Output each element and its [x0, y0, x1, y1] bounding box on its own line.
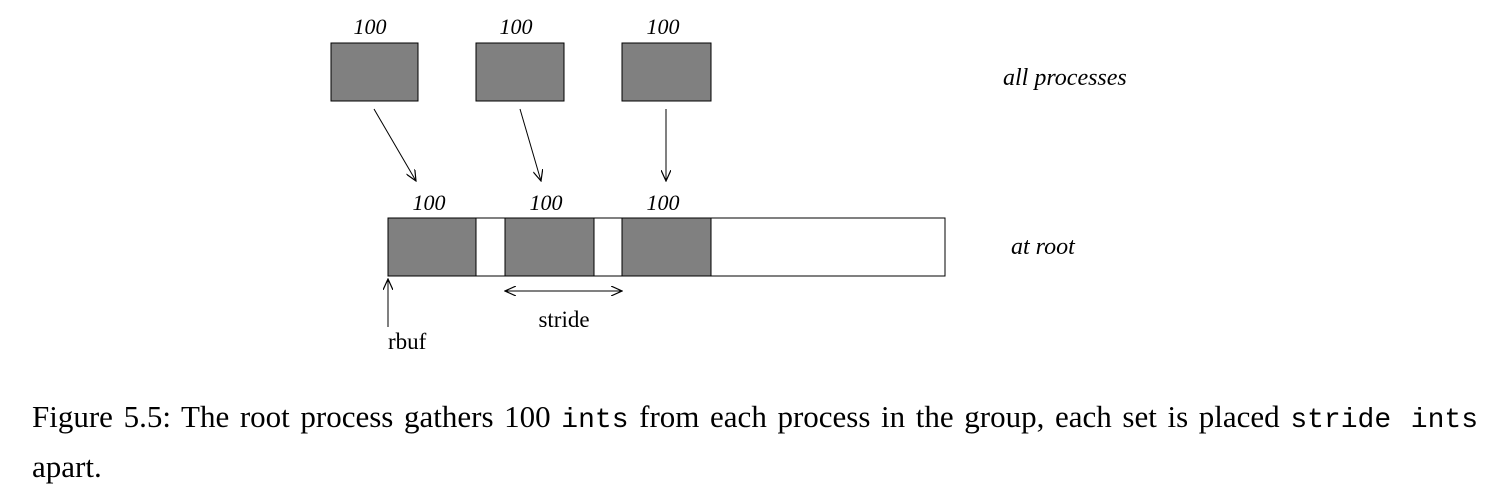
all-processes-label: all processes: [1003, 65, 1127, 91]
stride-label: stride: [538, 307, 589, 332]
root-block-3: [621, 217, 712, 277]
source-block-1-count: 100: [354, 14, 387, 39]
gather-arrows: [373, 108, 666, 181]
rbuf-label: rbuf: [388, 329, 427, 354]
caption-text-1: The root process gathers 100: [181, 399, 551, 434]
at-root-label: at root: [1011, 234, 1076, 260]
root-block-2: [504, 217, 595, 277]
source-blocks: 100 100 100: [330, 14, 712, 102]
root-block-2-count: 100: [530, 190, 563, 215]
gather-arrow-2: [519, 108, 541, 181]
source-block-1: [330, 42, 419, 102]
figure-caption: Figure 5.5: The root process gathers 100…: [32, 394, 1478, 490]
caption-code-stride-ints: stride ints: [1290, 405, 1479, 436]
source-block-2: [475, 42, 565, 102]
source-block-2-count: 100: [500, 14, 533, 39]
root-block-3-count: 100: [647, 190, 680, 215]
source-block-3: [621, 42, 712, 102]
root-block-1: [387, 217, 477, 277]
caption-text-2: from each process in the group, each set…: [639, 399, 1280, 434]
root-buffer: 100 100 100: [387, 190, 946, 277]
gather-diagram: 100 100 100 all processes 100 100 100 at…: [330, 14, 1127, 354]
figure-number: Figure 5.5:: [32, 399, 171, 434]
source-block-3-count: 100: [647, 14, 680, 39]
root-block-1-count: 100: [413, 190, 446, 215]
caption-text-3: apart.: [32, 449, 102, 484]
caption-code-ints: ints: [561, 405, 629, 436]
gather-arrow-1: [373, 108, 416, 181]
